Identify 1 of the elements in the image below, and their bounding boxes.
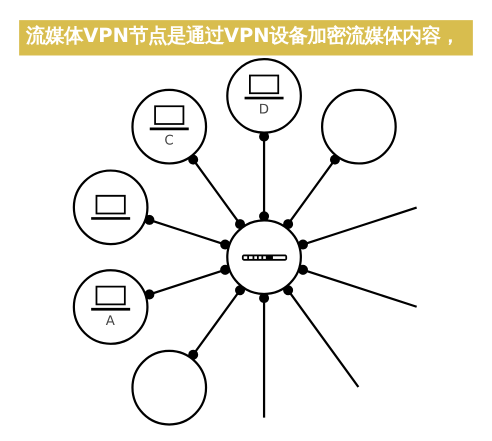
- diagram-title: 流媒体VPN节点是通过VPN设备加密流媒体内容，: [26, 24, 460, 47]
